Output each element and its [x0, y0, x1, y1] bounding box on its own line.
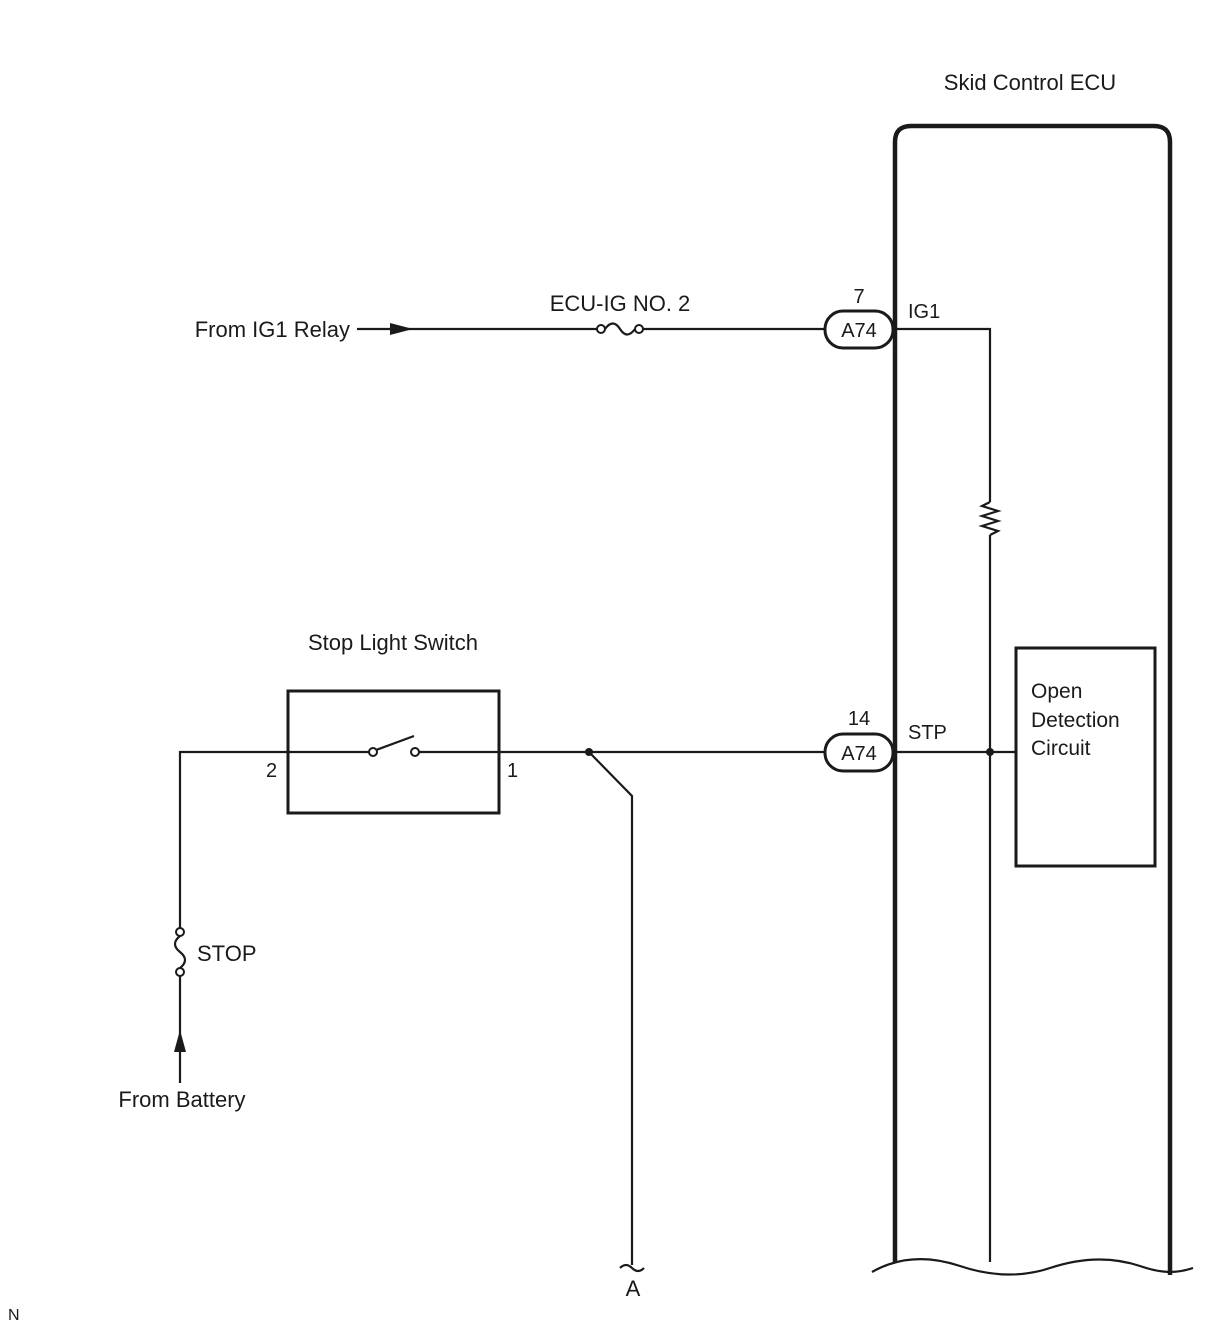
connector-a74-pin14-label: A74 — [841, 743, 877, 765]
ig1-label: IG1 — [908, 301, 940, 323]
fuse-stop-terminal-bottom — [175, 967, 185, 977]
terminal-a-label: A — [626, 1276, 641, 1301]
from-battery-label: From Battery — [118, 1087, 245, 1112]
fuse-ecu-ig-terminal-right — [634, 324, 644, 334]
stp-junction-dot — [986, 748, 994, 756]
connector-a74-pin7-label: A74 — [841, 320, 877, 342]
connector-a74-pin7 — [823, 309, 895, 350]
open-detection-line2: Detection — [1031, 709, 1120, 732]
fuse-stop-label: STOP — [197, 941, 257, 966]
fuse-ecu-ig-icon — [604, 322, 636, 336]
battery-feed-wire-top — [178, 750, 288, 928]
fuse-ecu-ig-terminal-left — [596, 324, 606, 334]
open-detection-line1: Open — [1031, 680, 1082, 703]
battery-arrow-icon — [174, 1030, 186, 1052]
open-detection-line3: Circuit — [1031, 737, 1091, 760]
switch-contact-right — [410, 747, 420, 757]
fuse-ecu-ig-label: ECU-IG NO. 2 — [550, 291, 691, 316]
ecu-cut-line — [871, 1258, 1194, 1276]
pin-14-label: 14 — [848, 708, 870, 730]
corner-mark: N — [8, 1307, 20, 1324]
switch-blade-icon — [375, 734, 415, 752]
branch-wire-to-a — [588, 751, 634, 1265]
ecu-title: Skid Control ECU — [944, 70, 1116, 95]
open-detection-circuit-box — [1014, 646, 1157, 868]
terminal-a-cut-icon — [619, 1263, 645, 1273]
switch-pin-1-label: 1 — [507, 760, 518, 782]
skid-control-ecu-box — [892, 123, 1173, 1275]
fuse-stop-icon — [173, 935, 187, 969]
switch-contact-left — [368, 747, 378, 757]
stop-light-switch-label: Stop Light Switch — [308, 630, 478, 655]
pullup-resistor-icon — [978, 501, 1002, 536]
pin-7-label: 7 — [853, 286, 864, 308]
from-ig1-relay-label: From IG1 Relay — [195, 317, 350, 342]
stp-label: STP — [908, 722, 947, 744]
switch-pin-2-label: 2 — [266, 760, 277, 782]
fuse-stop-terminal-top — [175, 927, 185, 937]
ig1-arrow-icon — [390, 323, 413, 335]
ig1-internal-wire — [895, 327, 992, 502]
